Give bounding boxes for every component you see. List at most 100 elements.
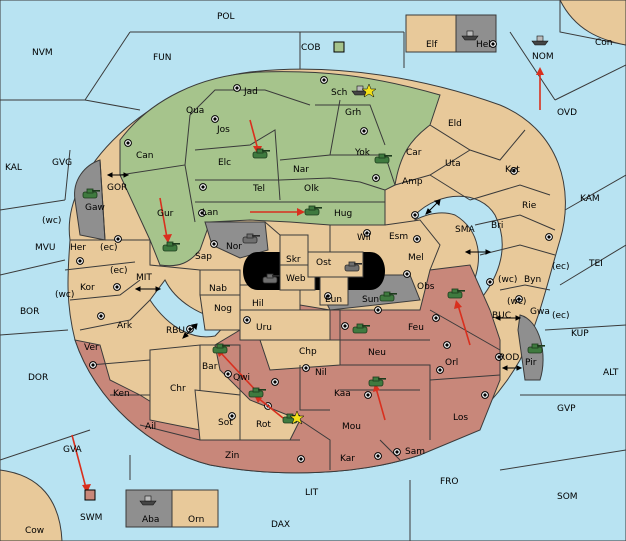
label-aba: Aba [142,515,159,525]
label-amp: Amp [402,177,423,187]
label-sun: Sun [362,295,379,305]
supply-center-dot [405,272,409,276]
supply-center-dot [201,185,205,189]
supply-center-dot [362,129,366,133]
label-hil: Hil [252,299,264,309]
supply-center-dot [483,393,487,397]
label-grh: Grh [345,108,361,118]
label-elf: Elf [426,40,438,50]
label-kup: KUP [571,329,589,339]
label-cow: Cow [25,526,44,536]
label-nab: Nab [209,284,227,294]
label-buc: BUC [492,311,511,321]
supply-center-dot [517,297,521,301]
territory-eun[interactable] [319,276,349,306]
supply-center-dot [365,231,369,235]
supply-center-dot [374,176,378,180]
label-fro: FRO [440,477,459,487]
territory-elf[interactable] [405,14,457,53]
label-uru: Uru [256,323,272,333]
label-mel: Mel [408,253,424,263]
label-sma: SMA [455,225,475,235]
label-alt: ALT [603,368,619,378]
label-yok: Yok [354,148,371,158]
label-gwa: Gwa [530,307,550,317]
label-mou: Mou [342,422,361,432]
supply-center-dot [230,414,234,418]
label-tei: TEI [588,259,603,269]
label-skr: Skr [286,255,301,265]
label-ark: Ark [117,321,133,331]
units [82,30,549,506]
supply-center-dot [322,78,326,82]
province-borders [64,89,556,470]
label-kor: Kor [80,283,95,293]
label-nog: Nog [214,304,232,314]
supply-center-dot [438,368,442,372]
label-qua: Qua [186,106,204,116]
label-bri: Bri [491,221,503,231]
fleet-unit [333,41,345,53]
supply-center-dot [226,372,230,376]
supply-center-dot [445,343,449,347]
label-neu: Neu [368,348,386,358]
label-tel: Tel [252,184,265,194]
label-hug: Hug [334,209,352,219]
label-gvg: GVG [52,158,72,168]
supply-center-dot [488,280,492,284]
label-kal: KAL [5,163,22,173]
label-can: Can [136,151,154,161]
connection-arrows [106,172,523,371]
label-feu: Feu [408,323,424,333]
label-pir: Pir [525,358,537,368]
label-esm: Esm [389,232,408,242]
label-kaa: Kaa [334,389,351,399]
label-qwi: Qwi [233,373,250,383]
supply-center-dot [497,355,501,359]
supply-center-dot [304,366,308,370]
label-ail: Ail [145,422,156,432]
label-nor: Nor [226,242,242,252]
star-icon [289,410,305,425]
label-wc1: (wc) [42,216,61,226]
label-wc2: (wc) [55,290,74,300]
label-gur: Gur [157,209,174,219]
label-kar: Kar [340,454,355,464]
supply-center-dot [366,393,370,397]
label-swm: SWM [80,513,102,523]
territory-orn[interactable] [171,489,219,528]
label-sot: Sot [218,418,233,428]
fleet-unit [84,489,96,501]
supply-center-dot [413,213,417,217]
label-cob: COB [301,43,321,53]
label-jos: Jos [216,125,230,135]
supply-center-dot [299,457,303,461]
supply-center-dot [376,454,380,458]
territory-uru[interactable] [239,309,331,341]
label-nar: Nar [293,165,309,175]
label-chr: Chr [170,384,186,394]
label-con: Con [595,38,613,48]
supply-center-dot [116,237,120,241]
label-mvu: MVU [35,243,56,253]
label-nvm: NVM [32,48,53,58]
label-nil: Nil [315,368,327,378]
label-byn: Byn [524,275,541,285]
supply-center-dot [547,235,551,239]
label-lan: Lan [202,208,218,218]
label-gaw: Gaw [85,203,105,213]
province-labels: POL NVM FUN COB Elf Hel NOM Con OVD KAL … [5,12,619,536]
label-jad: Jad [243,87,258,97]
supply-center-dot [434,316,438,320]
territory-hel[interactable] [455,14,497,53]
supply-center-dot [326,294,330,298]
label-sam: Sam [405,447,425,457]
label-kam: KAM [580,194,600,204]
supply-center-dot [395,450,399,454]
supply-center-dot [99,314,103,318]
label-dax: DAX [271,520,290,530]
territory-nab[interactable] [199,269,241,296]
label-pol: POL [217,12,235,22]
